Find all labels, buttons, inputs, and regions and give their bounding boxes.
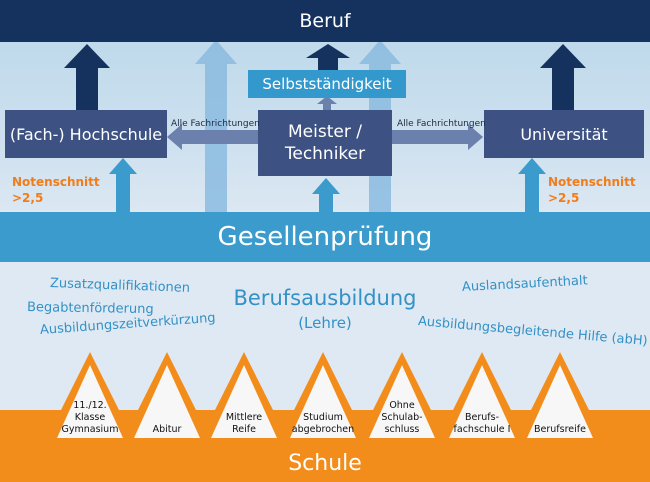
flow-label-left: Alle Fachrichtungen [171,119,260,129]
notenschnitt-right: Notenschnitt >2,5 [548,175,636,205]
triangle-label: Abitur [152,424,182,435]
schule-footer: Schule [0,440,650,482]
school-triangle-inner [527,365,593,438]
arrow-uni-up [540,44,586,110]
beruf-header: Beruf [0,0,650,42]
arrow-gesellen-hochschule [109,158,137,212]
school-triangle-inner [449,365,515,438]
arrow-meister-to-hochschule [167,124,258,150]
notenschnitt-left: Notenschnitt >2,5 [12,175,100,205]
triangle-label: Studium abgebrochen [291,412,355,435]
meister-techniker-box: Meister / Techniker [258,110,392,176]
triangle-label: Berufs- fachschule I [453,412,511,435]
arrow-hochschule-up [64,44,110,110]
gesellenpruefung-bar: Gesellenprüfung [0,212,650,262]
school-triangle-inner [290,365,356,438]
berufsausbildung-title: Berufsausbildung [233,286,417,310]
triangle-label: Mittlere Reife [225,412,263,435]
arrow-gesellen-uni [518,158,546,212]
school-triangle-inner [134,365,200,438]
arrow-gesellen-meister [312,178,340,212]
arrow-meister-selbst [317,96,337,110]
school-triangle-inner [57,365,123,438]
selbststaendigkeit-box: Selbstständigkeit [248,70,406,98]
triangle-label: 11./12. Klasse Gymnasium [61,400,119,435]
berufsausbildung-subtitle: (Lehre) [298,314,352,332]
triangle-label: Berufsreife [534,424,586,435]
universitaet-box: Universität [484,110,644,158]
arrow-meister-to-uni [392,124,483,150]
school-triangle-inner [211,365,277,438]
arrow-selbst-up [306,44,350,70]
hochschule-box: (Fach-) Hochschule [5,110,167,158]
triangle-label: Ohne Schulab- schluss [381,400,423,435]
flow-label-right: Alle Fachrichtungen [397,119,486,129]
school-triangle-inner [369,365,435,438]
